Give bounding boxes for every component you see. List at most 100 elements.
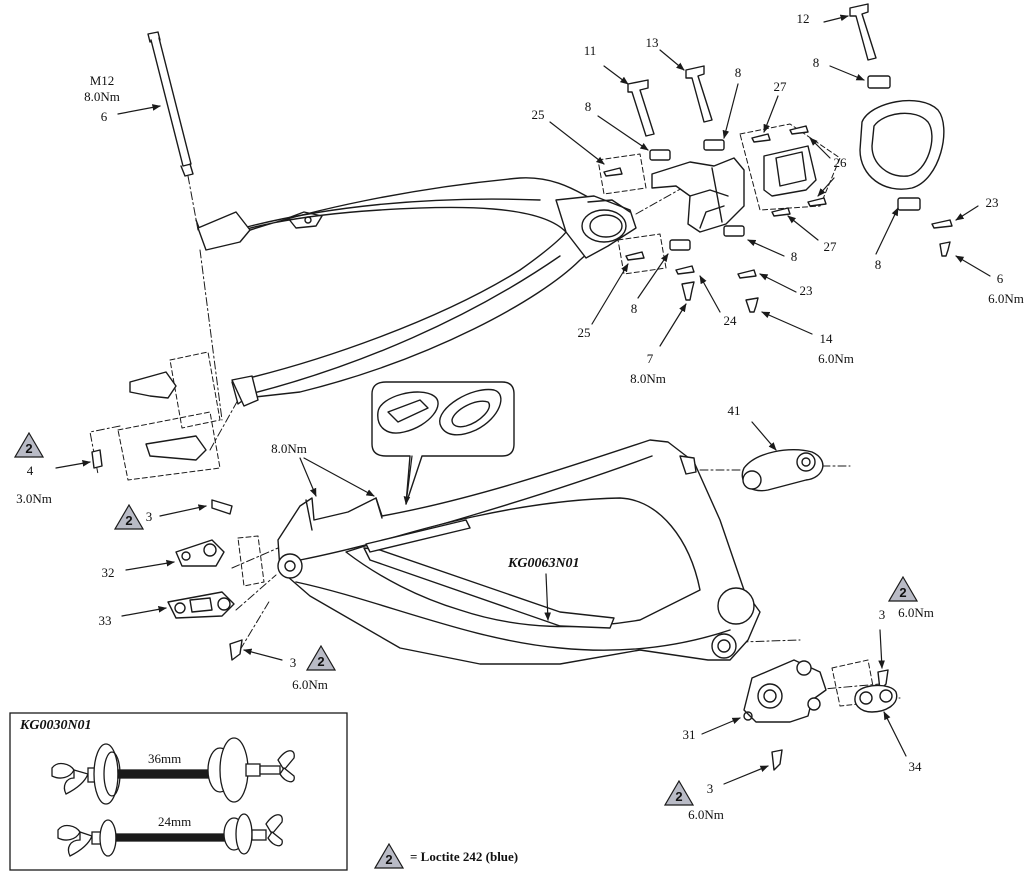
main-frame <box>277 439 761 665</box>
tool-dimension-24: 24mm <box>158 814 192 829</box>
callout-33: 33 <box>98 613 112 628</box>
torque-3-lower: 6.0Nm <box>292 677 328 692</box>
tool-24mm <box>57 813 283 857</box>
loctite-legend: = Loctite 242 (blue) <box>410 849 519 864</box>
bolt-3-upper <box>211 499 233 515</box>
torque-frame: 8.0Nm <box>271 441 307 456</box>
inset-bubble <box>371 381 515 505</box>
loctite-badge-3-upper: 2 <box>114 504 144 530</box>
loctite-badge-3-lower: 2 <box>306 645 336 671</box>
callout-25-bottom: 25 <box>577 325 591 340</box>
swingarm <box>195 177 637 407</box>
dropout-clamp-upper <box>129 371 177 399</box>
washer-27-b <box>789 125 809 135</box>
loctite-badge-4: 2 <box>14 432 44 458</box>
callout-34: 34 <box>908 759 922 774</box>
callout-3-lower: 3 <box>289 655 297 670</box>
rocker-link <box>651 157 745 233</box>
loctite-badge-legend: 2 <box>374 843 404 869</box>
bushing-8-b <box>703 139 725 151</box>
bushing-8-f <box>897 197 921 211</box>
loctite-number: 2 <box>317 654 325 669</box>
bolt-3-bottom <box>771 749 783 771</box>
dropout-33 <box>167 591 235 619</box>
bolt-6 <box>939 241 951 257</box>
bushing-8-d <box>669 239 691 251</box>
bolt-4 <box>91 449 103 469</box>
callout-32: 32 <box>101 565 115 580</box>
torque-3-right: 6.0Nm <box>898 605 934 620</box>
washer-27-top <box>751 133 771 143</box>
callout-4: 4 <box>26 463 34 478</box>
bushing-8-a <box>649 149 671 161</box>
callout-8-b: 8 <box>734 65 742 80</box>
washer-27-c <box>807 197 827 207</box>
callout-3-right: 3 <box>878 607 886 622</box>
callout-14: 14 <box>819 331 833 346</box>
loctite-number: 2 <box>125 513 133 528</box>
kit-label-tool: KG0030N01 <box>20 718 92 733</box>
callout-31: 31 <box>682 727 696 742</box>
callout-12: 12 <box>796 11 810 26</box>
callout-11: 11 <box>583 43 597 58</box>
callout-8-f: 8 <box>630 301 638 316</box>
shock-clevis-26 <box>763 145 817 197</box>
washer-25-bottom <box>625 251 645 261</box>
label-m12: M12 <box>89 73 115 88</box>
bolt-3-lower <box>229 639 243 661</box>
tool-dimension-36: 36mm <box>148 751 182 766</box>
dropout-clamp-lower <box>145 435 207 461</box>
callout-8-e: 8 <box>874 257 882 272</box>
callout-26: 26 <box>833 155 847 170</box>
dropout-32 <box>175 539 225 567</box>
washer-23-mid <box>737 269 757 279</box>
brake-mount-31 <box>743 659 827 723</box>
bushing-8-c <box>867 75 891 89</box>
washer-27-bottom <box>771 207 791 217</box>
callout-25-top: 25 <box>531 107 545 122</box>
washer-25-top <box>603 167 623 177</box>
loctite-number: 2 <box>899 585 907 600</box>
callout-8-c: 8 <box>584 99 592 114</box>
callout-8-d: 8 <box>790 249 798 264</box>
swingarm-axle <box>147 31 194 177</box>
callout-24: 24 <box>723 313 737 328</box>
loctite-badge-3-bottom: 2 <box>664 780 694 806</box>
loctite-badge-3-right: 2 <box>888 576 918 602</box>
link-41 <box>741 449 824 492</box>
torque-6-right: 6.0Nm <box>988 291 1024 306</box>
callout-3-upper: 3 <box>145 509 153 524</box>
callout-3-bottom: 3 <box>706 781 714 796</box>
spacer-34 <box>854 684 898 713</box>
tool-kit-box <box>9 712 348 871</box>
pin-13 <box>685 65 713 123</box>
tool-36mm <box>51 737 295 805</box>
callout-7: 7 <box>646 351 654 366</box>
washer-23-right <box>931 219 953 229</box>
torque-3-bottom: 6.0Nm <box>688 807 724 822</box>
callout-23-mid: 23 <box>799 283 813 298</box>
torque-7: 8.0Nm <box>630 371 666 386</box>
loctite-number: 2 <box>25 441 33 456</box>
torque-14: 6.0Nm <box>818 351 854 366</box>
callout-27-bottom: 27 <box>823 239 837 254</box>
washer-24 <box>675 265 695 275</box>
pin-12 <box>849 3 877 61</box>
callout-23-right: 23 <box>985 195 999 210</box>
bolt-14 <box>745 297 759 313</box>
bushing-8-e <box>723 225 745 237</box>
callout-8-a: 8 <box>812 55 820 70</box>
callout-6-right: 6 <box>996 271 1004 286</box>
callout-41: 41 <box>727 403 741 418</box>
torque-swing-axle: 8.0Nm <box>84 89 120 104</box>
pin-11 <box>627 79 655 137</box>
callout-6-top: 6 <box>100 109 108 124</box>
loctite-number: 2 <box>675 789 683 804</box>
callout-27-top: 27 <box>773 79 787 94</box>
callout-13: 13 <box>645 35 659 50</box>
loctite-number: 2 <box>385 852 393 867</box>
shock-eye <box>859 99 945 190</box>
kit-label-frame-guard: KG0063N01 <box>508 556 580 571</box>
